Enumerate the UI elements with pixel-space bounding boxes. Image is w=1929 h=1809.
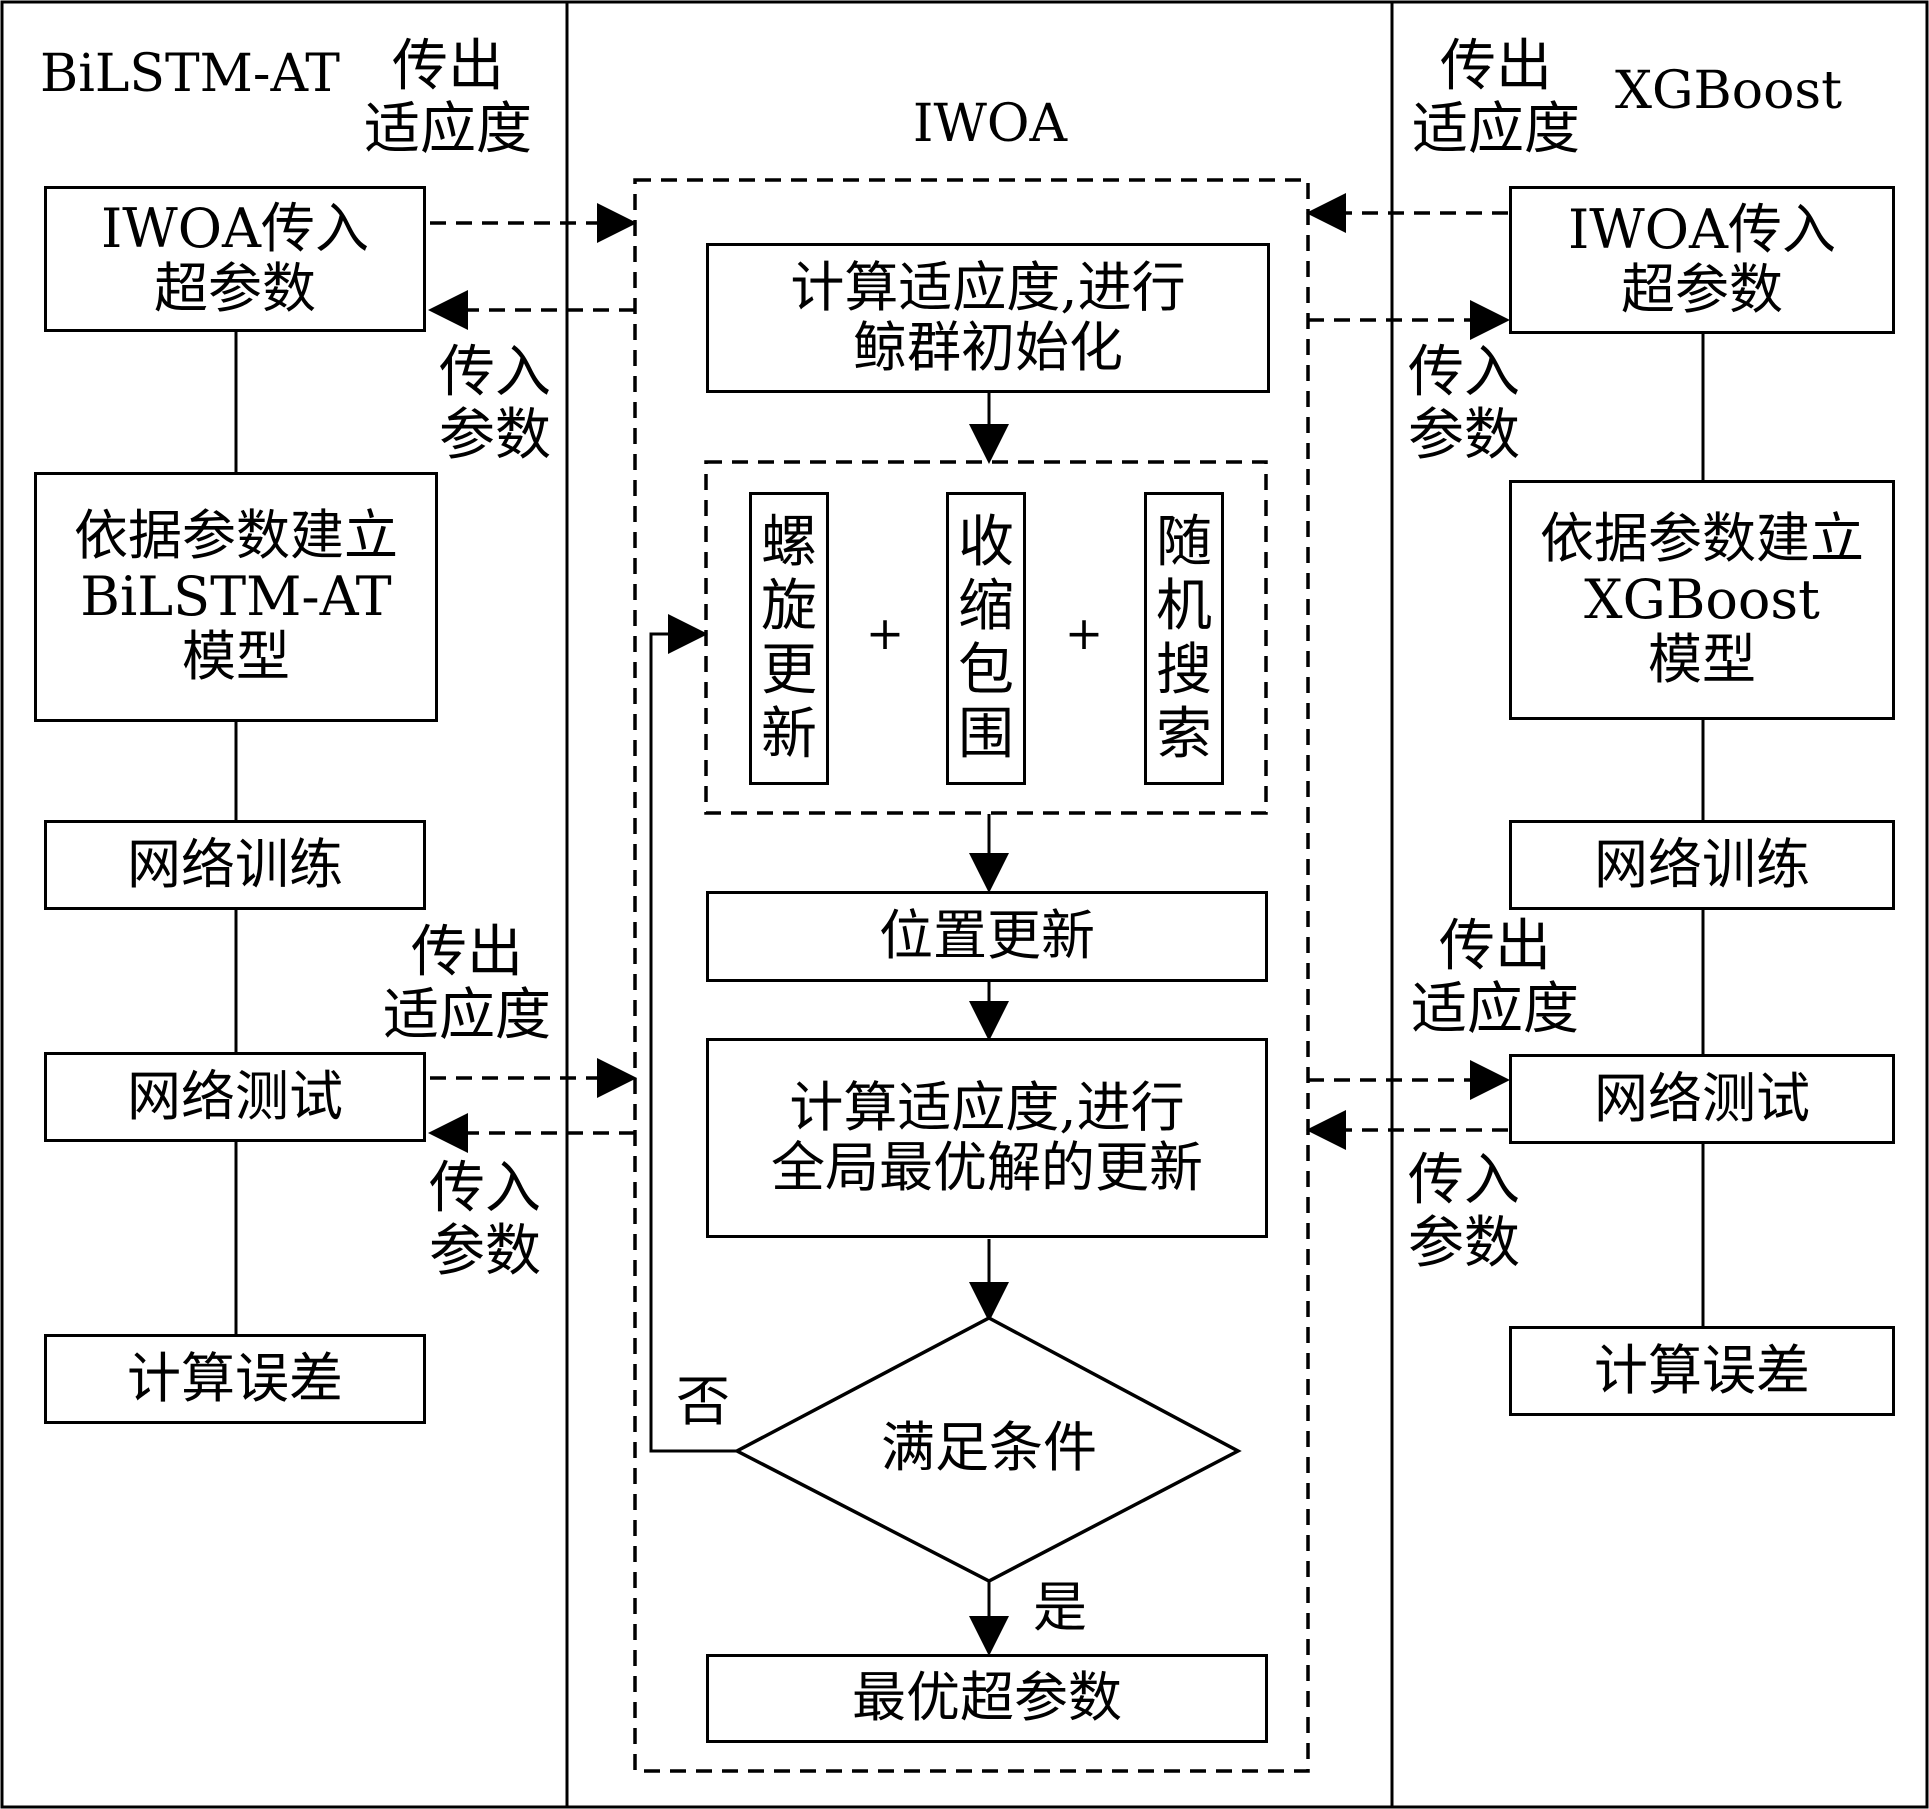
right-params-in-label: 传入 参数 [1408,340,1520,468]
left-params-in-label: 传入 参数 [439,340,551,468]
right-build-model-box: 依据参数建立 XGBoost 模型 [1509,480,1895,720]
condition-diamond [733,1316,1242,1583]
condition-label: 满足条件 [881,1416,1097,1479]
spiral-update-box: 螺旋更新 [749,492,829,785]
left-params-in-label-2: 传入 参数 [429,1156,541,1284]
right-params-in-label-2: 传入 参数 [1408,1148,1520,1276]
right-fitness-out-label-top: 传出 适应度 [1412,34,1580,162]
no-label: 否 [676,1370,730,1433]
right-test-box: 网络测试 [1509,1054,1895,1144]
spiral-update-label: 螺旋更新 [761,509,817,767]
left-train-box: 网络训练 [44,820,426,910]
left-test-box: 网络测试 [44,1052,426,1142]
best-hyperparams-box: 最优超参数 [706,1654,1268,1743]
left-error-box: 计算误差 [44,1334,426,1424]
shrink-encircle-box: 收缩包围 [946,492,1026,785]
right-fitness-out-label-mid: 传出 适应度 [1411,914,1579,1042]
iwoa-dashed-boundary [633,178,1310,1773]
random-search-label: 随机搜索 [1156,509,1212,767]
init-box: 计算适应度,进行 鲸群初始化 [706,243,1270,393]
left-fitness-out-label-mid: 传出 适应度 [383,920,551,1048]
right-params-in-box: IWOA传入 超参数 [1509,186,1895,334]
left-fitness-out-label-top: 传出 适应度 [364,34,532,162]
shrink-encircle-label: 收缩包围 [958,509,1014,767]
loop-back-no-arrow [649,614,737,1453]
left-params-in-box: IWOA传入 超参数 [44,186,426,332]
plus-sign-2: + [1064,606,1104,660]
right-column-title: XGBoost [1615,61,1842,121]
plus-sign-1: + [865,606,905,660]
left-column-title: BiLSTM-AT [40,44,340,104]
yes-label: 是 [1033,1576,1087,1639]
random-search-box: 随机搜索 [1144,492,1224,785]
global-update-box: 计算适应度,进行 全局最优解的更新 [706,1038,1268,1238]
right-train-box: 网络训练 [1509,820,1895,910]
position-update-box: 位置更新 [706,891,1268,982]
center-column-title: IWOA [912,94,1068,154]
right-error-box: 计算误差 [1509,1326,1895,1416]
left-build-model-box: 依据参数建立 BiLSTM-AT 模型 [34,472,438,722]
